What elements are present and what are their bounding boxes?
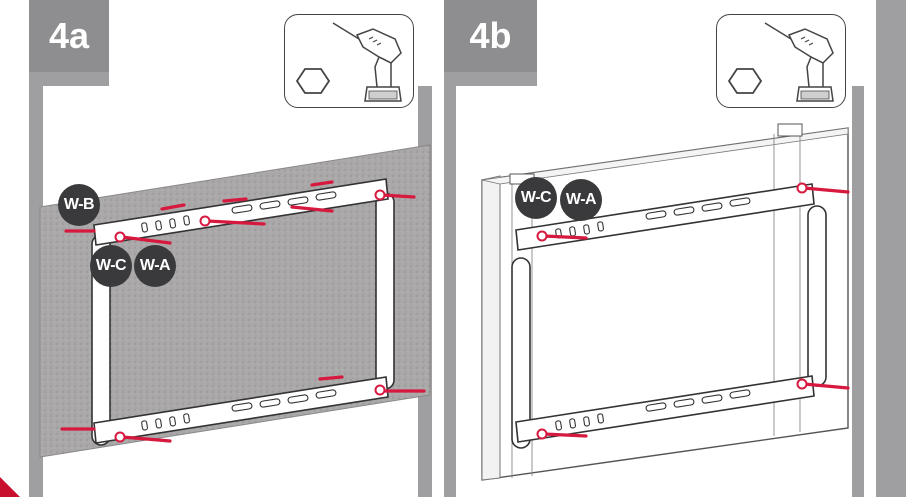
label-w-c: W-C — [515, 177, 557, 219]
label-w-b: W-B — [58, 184, 100, 226]
label-w-a: W-A — [560, 179, 602, 221]
power-drill-icon — [764, 22, 834, 102]
step-number-4a: 4a — [29, 0, 109, 72]
label-w-a: W-A — [134, 245, 176, 287]
wall-mount-concrete-illustration — [39, 144, 431, 458]
label-w-c: W-C — [90, 245, 132, 287]
wall-mount-wood-stud-illustration — [481, 123, 850, 481]
hex-socket-icon — [295, 68, 331, 94]
corner-accent-mark — [0, 477, 20, 497]
tool-box-4b — [716, 14, 846, 108]
hex-socket-icon — [727, 68, 763, 94]
step-number-4b: 4b — [444, 0, 537, 72]
power-drill-icon — [332, 22, 402, 102]
panel-edge — [876, 0, 906, 497]
tool-box-4a — [284, 14, 414, 108]
